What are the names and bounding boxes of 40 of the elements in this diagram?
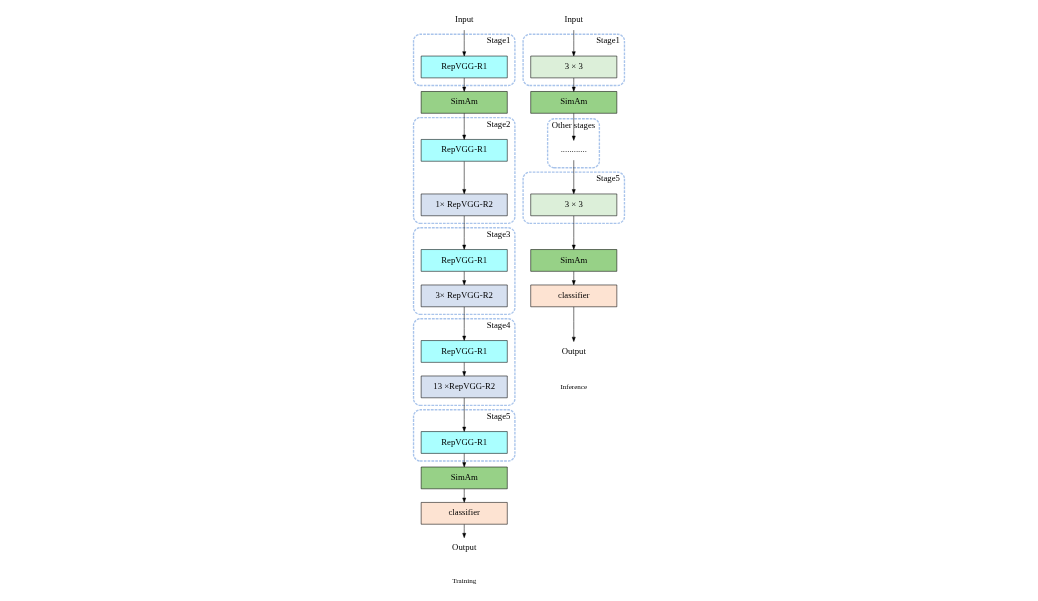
arrow [462, 29, 467, 57]
node-box: 3 × 3 [530, 55, 618, 79]
node-box: 3× RepVGG-R2 [420, 284, 508, 308]
node-text: Output [561, 345, 586, 356]
node-text: Input [455, 14, 474, 25]
node-box: 13 ×RepVGG-R2 [420, 375, 508, 399]
arrow [571, 77, 576, 92]
node-text: Output [452, 541, 477, 552]
node-box: SimAm [420, 466, 508, 490]
arrow [462, 524, 467, 538]
node-box: SimAm [530, 249, 618, 272]
arrow [571, 113, 576, 141]
node-box: RepVGG-R1 [420, 431, 508, 454]
arrow [462, 77, 467, 92]
arrow [571, 159, 576, 195]
node-box: 1× RepVGG-R2 [420, 193, 508, 217]
node-box: classifier [530, 284, 618, 308]
arrow [462, 397, 467, 432]
node-box: SimAm [530, 91, 618, 114]
arrow [462, 113, 467, 140]
node-box: RepVGG-R1 [420, 139, 508, 162]
arrow [462, 453, 467, 468]
node-box: RepVGG-R1 [420, 340, 508, 363]
arrow [571, 29, 576, 57]
arrow [462, 488, 467, 503]
arrow [571, 271, 576, 286]
node-text: ............ [560, 144, 587, 155]
arrow [462, 161, 467, 195]
node-box: SimAm [420, 91, 508, 114]
node-text: Input [564, 14, 583, 25]
arrow [462, 306, 467, 341]
node-box: RepVGG-R1 [420, 249, 508, 272]
arrow [462, 215, 467, 250]
arrow [571, 306, 576, 342]
arrow [571, 215, 576, 250]
arrow [462, 362, 467, 377]
node-box: classifier [420, 502, 508, 525]
arrow [462, 271, 467, 286]
node-box: 3 × 3 [530, 193, 618, 217]
node-box: RepVGG-R1 [420, 55, 508, 79]
